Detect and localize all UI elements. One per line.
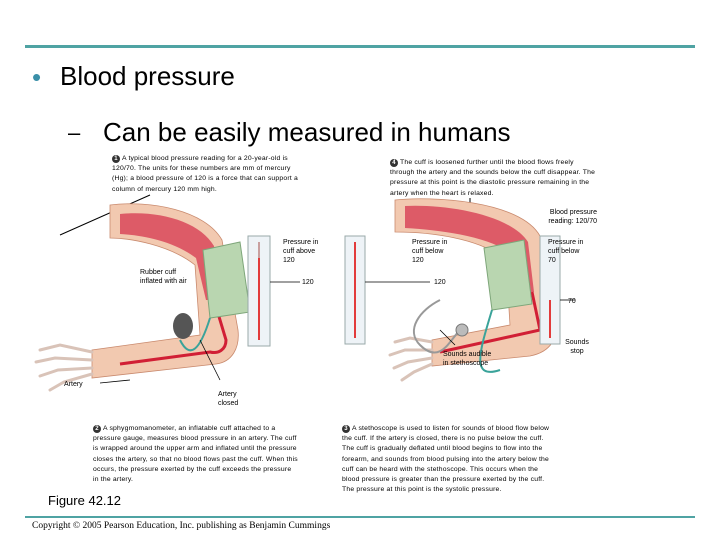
step-3-number: 3: [342, 425, 350, 433]
gauge-value-70: 70: [568, 298, 576, 305]
step-2-text: A sphygmomanometer, an inflatable cuff a…: [93, 425, 298, 483]
label-sounds-audible: Sounds audible in stethoscope: [443, 351, 492, 368]
copyright-text: Copyright © 2005 Pearson Education, Inc.…: [32, 521, 331, 531]
step-4-number: 4: [390, 159, 398, 167]
step-1-text: A typical blood pressure reading for a 2…: [112, 155, 298, 193]
arm-right-figure: [344, 198, 575, 382]
gauge-value-120-b: 120: [434, 279, 446, 286]
step-2-number: 2: [93, 425, 101, 433]
label-rubber-cuff: Rubber cuff inflated with air: [140, 269, 187, 286]
label-reading: Blood pressure reading: 120/70: [548, 209, 597, 226]
slide-title: Blood pressure: [60, 61, 235, 91]
label-below-70: Pressure in cuff below 70: [548, 239, 584, 265]
step-4-text: The cuff is loosened further until the b…: [390, 159, 596, 197]
title-bullet: •: [32, 62, 42, 92]
step-1-number: 1: [112, 155, 120, 163]
bottom-accent-rule: [25, 516, 695, 518]
label-above-120: Pressure in cuff above 120: [283, 239, 319, 265]
figure-label: Figure 42.12: [48, 493, 121, 508]
label-artery: Artery: [64, 381, 83, 388]
gauge-value-120-a: 120: [302, 279, 314, 286]
slide-subtitle: Can be easily measured in humans: [103, 117, 511, 147]
top-accent-rule: [25, 45, 695, 48]
step-3-text: A stethoscope is used to listen for soun…: [342, 425, 550, 494]
label-sounds-stop: Sounds stop: [565, 339, 589, 356]
label-artery-closed: Artery closed: [218, 391, 239, 408]
label-below-120: Pressure in cuff below 120: [412, 239, 448, 265]
subtitle-dash: –: [68, 120, 81, 145]
arm-left-figure: [34, 203, 300, 392]
